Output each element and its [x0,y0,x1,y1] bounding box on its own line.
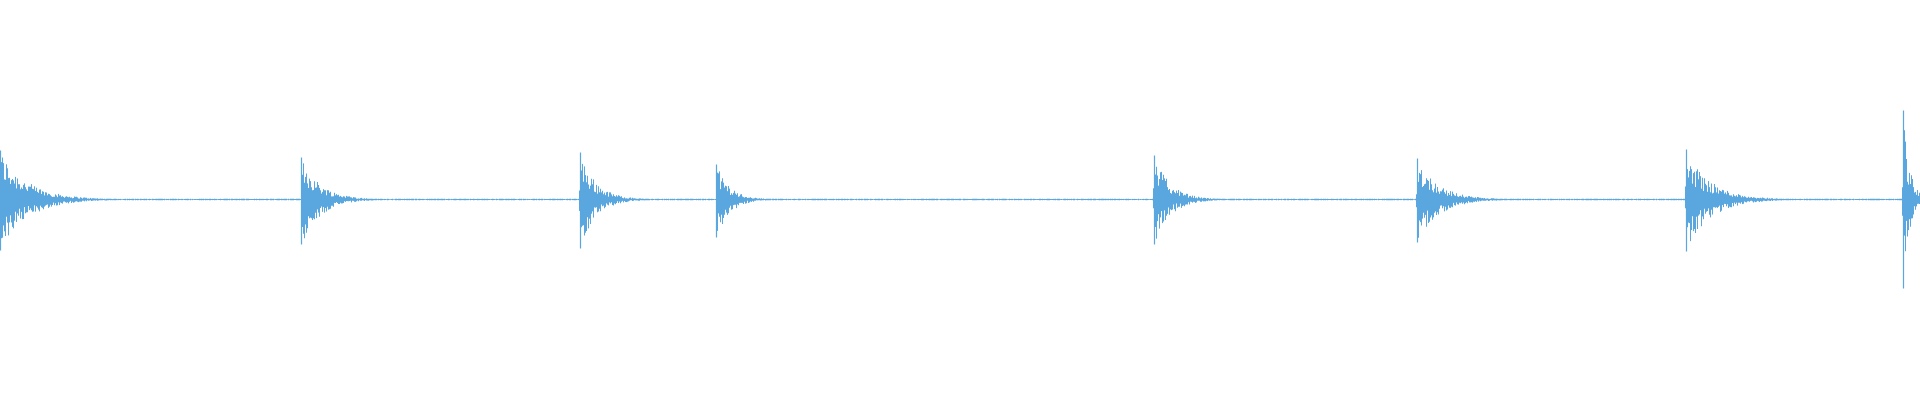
waveform-peaks [0,110,1920,289]
waveform-signal [0,130,1920,262]
